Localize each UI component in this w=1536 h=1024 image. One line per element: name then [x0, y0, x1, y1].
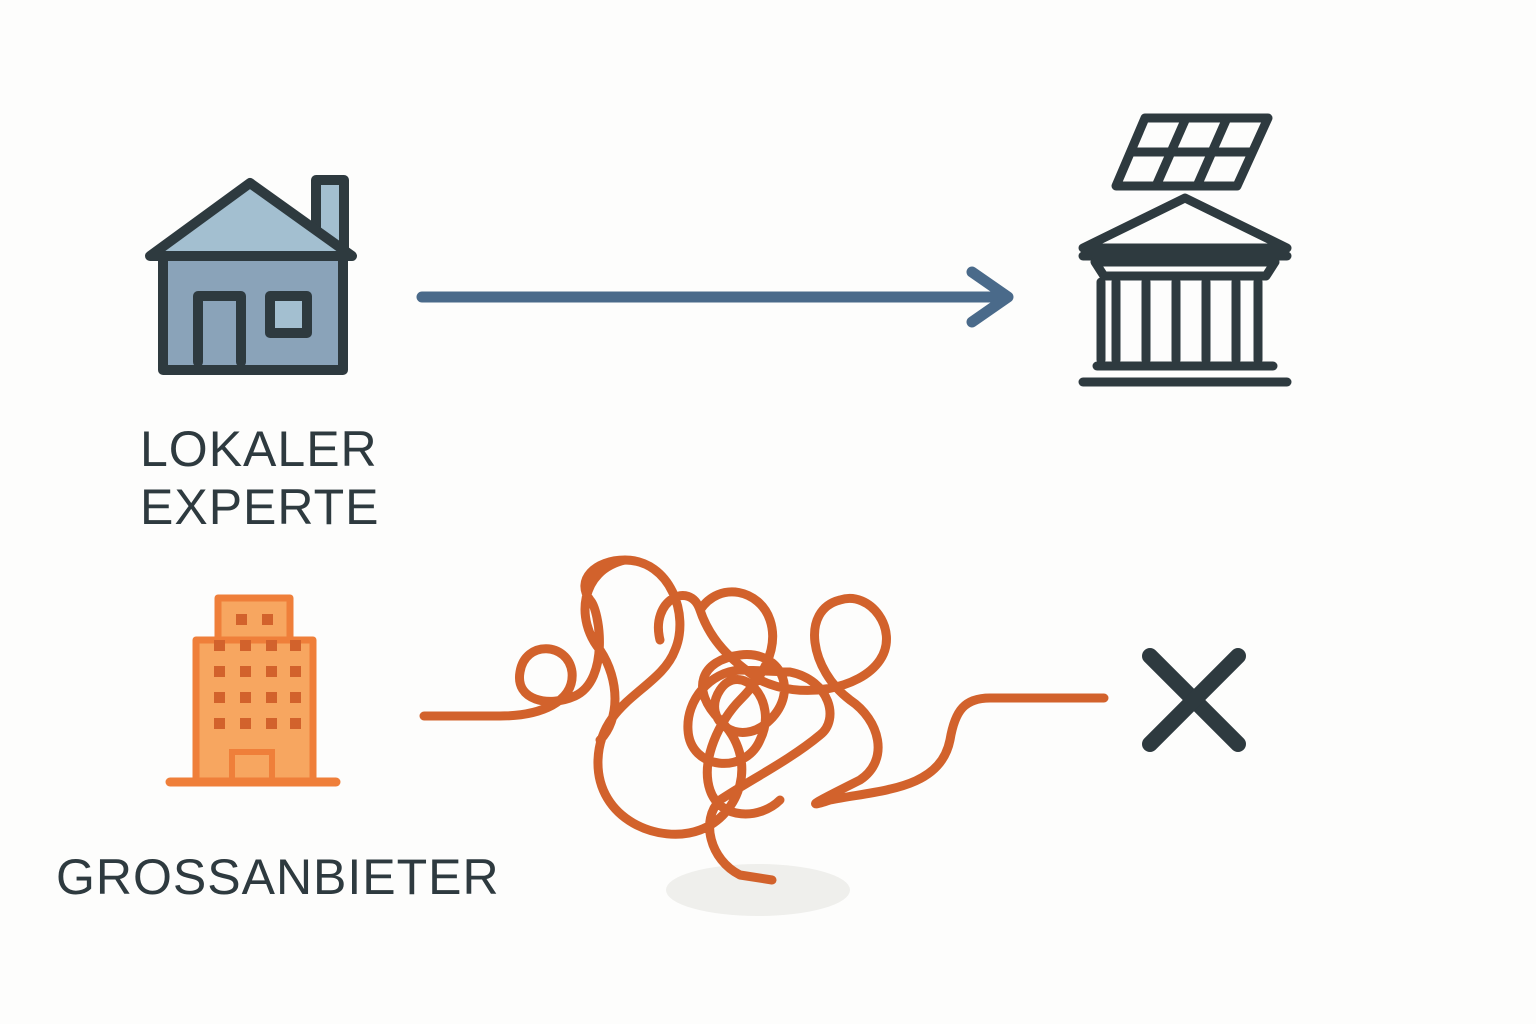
large-provider-label: GROSSANBIETER: [56, 849, 500, 905]
institution-building-icon: [1078, 193, 1292, 387]
house-icon: [145, 175, 357, 375]
solar-panel-icon: [1111, 113, 1273, 191]
local-expert-label: LOKALER EXPERTE: [140, 420, 380, 536]
local-expert-label-line1: LOKALER: [140, 421, 378, 477]
tangle-shadow: [666, 864, 850, 916]
local-expert-label-line2: EXPERTE: [140, 479, 380, 535]
office-building-icon: [165, 594, 341, 787]
x-icon: [1142, 648, 1246, 752]
direct-arrow: [416, 266, 1014, 328]
tangled-path: [419, 555, 1109, 885]
